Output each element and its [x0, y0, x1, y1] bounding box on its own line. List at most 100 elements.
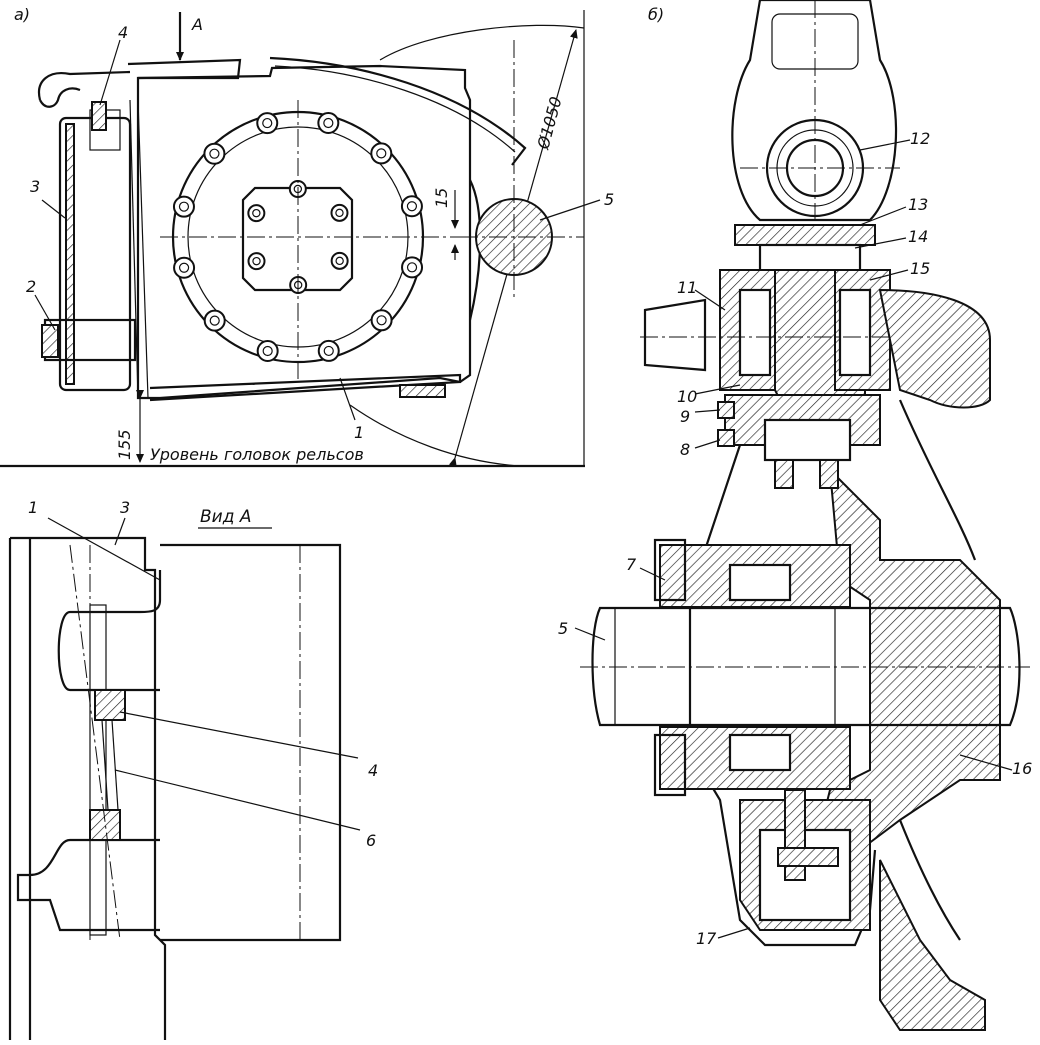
leader-7: [639, 567, 666, 581]
bolt-hole-inner: [262, 117, 273, 129]
gearbox-housing: [136, 64, 472, 400]
bolt-hole-inner: [323, 345, 334, 357]
vid-a-rod: [101, 719, 109, 811]
wheel-arc-bottom: [349, 404, 521, 467]
wheel-rim-top: [878, 288, 991, 409]
diameter-label: Ø1050: [533, 95, 565, 152]
leader-vid-1: [47, 517, 161, 581]
wheel-axle: [591, 606, 1021, 727]
suspension-bottom-nut: [41, 324, 59, 358]
leader-16: [959, 754, 1013, 771]
callout-vid-6: 6: [366, 831, 376, 850]
bolt-hole: [203, 142, 226, 165]
housing-cover-arc: [269, 56, 527, 166]
axle-cap-upper: [653, 538, 687, 602]
bolt-hole-inner: [376, 148, 387, 159]
right-bearing: [838, 288, 872, 377]
bolt-hole-inner: [178, 262, 190, 273]
bolt-hole: [330, 251, 349, 270]
bolt-hole: [370, 142, 393, 165]
callout-vid-4: 4: [368, 761, 378, 780]
bolt-hole-inner: [406, 201, 418, 212]
callout-b-11: 11: [677, 278, 697, 297]
flange-bolts: [172, 111, 424, 363]
callout-a-3: 3: [30, 177, 40, 196]
bolt-hole: [172, 195, 195, 218]
bolt-hole: [401, 256, 424, 279]
leader-8: [694, 439, 721, 449]
callout-b-14: 14: [908, 227, 928, 246]
bolt-hole: [317, 111, 340, 134]
suspension-eye: [731, 0, 898, 222]
gearbox-top-cover: [734, 224, 876, 246]
callout-b-13: 13: [908, 195, 928, 214]
leader-4: [99, 39, 121, 106]
leader-10: [694, 384, 741, 395]
height-label: 155: [115, 429, 134, 460]
leader-9: [694, 409, 721, 413]
callout-b-17: 17: [696, 929, 717, 948]
vid-a-left-body: [10, 536, 167, 1040]
bolt-hole-inner: [323, 117, 334, 129]
leader-vid-4: [119, 711, 359, 759]
axle-cap-lower: [653, 733, 687, 797]
bolt-8: [717, 429, 735, 447]
bolt-hole-inner: [178, 201, 190, 212]
bolt-hole: [370, 309, 393, 332]
vid-a-rod-2: [111, 719, 119, 811]
suspension-plate: [129, 99, 139, 399]
leader-2: [34, 294, 56, 331]
bolt-9: [717, 401, 735, 419]
callout-vid-1: 1: [28, 498, 38, 517]
leader-14: [854, 237, 907, 249]
vid-a-upper-lug: [57, 570, 162, 692]
rail-level-label: Уровень головок рельсов: [150, 445, 364, 464]
vid-a-top-nut: [94, 689, 126, 721]
left-bearing: [738, 288, 772, 377]
leader-11: [694, 289, 726, 311]
callout-b-7: 7: [626, 555, 637, 574]
callout-b-5: 5: [558, 619, 568, 638]
bolt-hole-inner: [209, 315, 220, 326]
axle-roller-upper: [728, 563, 792, 602]
arrow-label-a: А: [191, 15, 203, 34]
bolt-inner: [819, 459, 839, 489]
hub-square: [241, 186, 354, 292]
leader-5: [539, 199, 601, 221]
bolt-hole: [173, 256, 196, 279]
leader-17: [717, 927, 751, 939]
callout-b-12: 12: [910, 129, 930, 148]
wheel-web-bottom: [898, 819, 961, 941]
callout-a-5: 5: [604, 190, 614, 209]
leader-3: [41, 199, 66, 219]
wheel-center: [818, 467, 1001, 852]
view-a: а) А Ø1050 15 155 Уровень головок рельсо…: [0, 5, 614, 468]
suspension-plate-2: [137, 99, 149, 399]
vid-a-axis-slant: [69, 544, 121, 941]
callout-b-9: 9: [680, 407, 690, 426]
housing-top-flange: [127, 58, 242, 80]
vid-a-housing: [160, 543, 342, 942]
housing-hook: [37, 70, 131, 101]
leader-vid-6: [114, 769, 361, 831]
vid-a-bottom-nut: [89, 809, 121, 841]
bolt-hole: [330, 203, 349, 222]
vid-a-lower-lug: [16, 838, 160, 932]
housing-base-block: [399, 384, 446, 398]
suspension-top-bolt: [91, 101, 107, 131]
view-b-label: б): [648, 5, 664, 24]
callout-a-4: 4: [118, 23, 128, 42]
bolt-hole: [256, 340, 279, 363]
bolt-hole-inner: [262, 345, 273, 357]
bolt-hole: [203, 309, 226, 332]
callout-a-1: 1: [354, 423, 364, 442]
leader-vid-3: [114, 517, 126, 546]
wheel-web-top: [898, 399, 977, 561]
wheel-arc-top: [379, 24, 585, 61]
bolt-hole-inner: [335, 208, 344, 218]
bolt-hole-inner: [335, 256, 344, 266]
intermediate-gear: [763, 418, 852, 462]
leader-b-5: [574, 627, 606, 641]
callout-b-10: 10: [677, 387, 697, 406]
